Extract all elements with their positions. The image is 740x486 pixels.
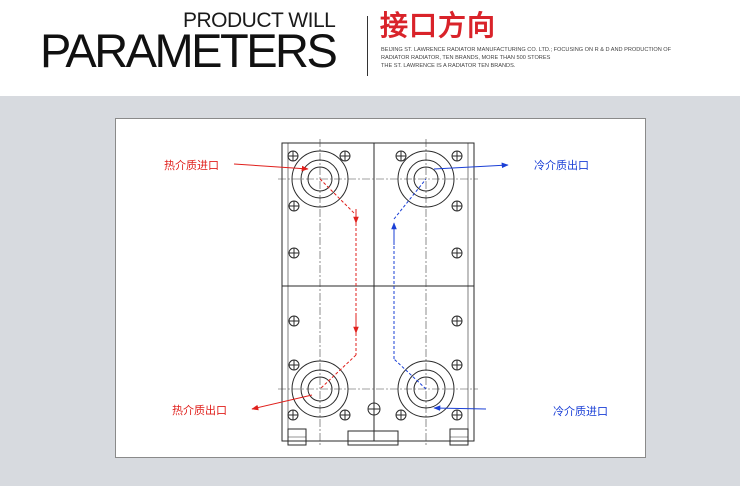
description-line: THE ST. LAWRENCE IS A RADIATOR TEN BRAND… <box>381 63 516 69</box>
label-hot-outlet: 热介质出口 <box>172 403 227 417</box>
center-lines <box>278 139 478 445</box>
page-title-en: PARAMETERS <box>40 24 338 77</box>
port-hot-outlet <box>291 360 349 418</box>
label-cold-inlet: 冷介质进口 <box>553 405 608 418</box>
cold-flow-path <box>391 162 509 411</box>
subtitle-en: PRODUCT WILL <box>183 9 336 32</box>
port-cold-inlet <box>397 360 455 418</box>
header: PRODUCT WILL PARAMETERS 接口方向 BEIJING ST.… <box>0 0 740 96</box>
port-hot-inlet <box>291 150 349 208</box>
header-divider <box>367 16 368 76</box>
description-line: BEIJING ST. LAWRENCE RADIATOR MANUFACTUR… <box>381 47 672 53</box>
description-line: RADIATOR RADIATOR, TEN BRANDS, MORE THAN… <box>381 55 551 61</box>
plate-heat-exchanger-drawing: 热介质进口 热介质出口 冷介质出口 冷介质进口 <box>164 139 608 446</box>
company-description: BEIJING ST. LAWRENCE RADIATOR MANUFACTUR… <box>381 46 671 70</box>
plate-outline <box>281 142 475 446</box>
hot-flow-path <box>233 163 359 411</box>
label-hot-inlet: 热介质进口 <box>164 159 219 172</box>
label-cold-outlet: 冷介质出口 <box>534 158 589 172</box>
page-title-cn: 接口方向 <box>380 9 497 42</box>
bolt-holes <box>287 150 463 421</box>
connection-direction-diagram: 热介质进口 热介质出口 冷介质出口 冷介质进口 <box>115 118 646 458</box>
port-cold-outlet <box>397 150 455 208</box>
